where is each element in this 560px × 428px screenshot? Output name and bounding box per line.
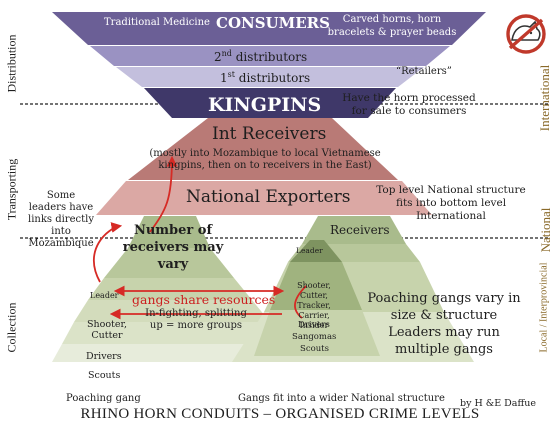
- rhino-logo-icon: [506, 14, 546, 54]
- caption-wider-structure: Gangs fit into a wider National structur…: [238, 393, 445, 404]
- first-distributors-text: distributors: [234, 71, 311, 85]
- side-label-local: Local / Interprovincial: [538, 262, 550, 353]
- label-kingpins-note: Have the horn processed for sale to cons…: [342, 92, 476, 117]
- side-label-international: International: [537, 64, 552, 132]
- arrow-leader-to-receivers: [93, 222, 123, 283]
- arrow-leader-to-right: [294, 285, 307, 319]
- second-distributors-text: distributors: [231, 50, 308, 64]
- label-number-of-receivers: Number of receivers may vary: [122, 223, 224, 272]
- label-right-sangomas: Sangomas: [292, 332, 337, 342]
- label-first-distributors: 1st distributors: [220, 70, 310, 85]
- label-right-scouts: Scouts: [300, 344, 329, 354]
- first-distributors-band: [116, 67, 424, 87]
- label-second-distributors: 2nd distributors: [214, 49, 307, 64]
- label-right-shooters: Shooter, Cutter, Tracker, Carrier, Insid…: [297, 281, 331, 330]
- label-left-leader: Leader: [90, 291, 119, 300]
- label-consumers: CONSUMERS: [216, 14, 330, 32]
- first-distributors-sup: st: [227, 70, 235, 79]
- label-int-receivers: Int Receivers: [212, 124, 327, 144]
- right-inner-pyramid-top: [290, 240, 342, 262]
- side-label-distribution: Distribution: [4, 34, 19, 93]
- label-left-scouts: Scouts: [88, 370, 121, 381]
- left-pyramid-top: [128, 216, 210, 248]
- label-kingpins: KINGPINS: [208, 94, 322, 116]
- label-infighting: In-fighting, splitting up = more groups: [145, 308, 247, 331]
- label-int-receivers-note: (mostly into Mozambique to local Vietnam…: [149, 148, 381, 171]
- label-national-exporters: National Exporters: [186, 187, 351, 207]
- side-label-collection: Collection: [4, 302, 19, 353]
- left-pyramid-receivers: [104, 248, 234, 278]
- label-traditional-medicine: Traditional Medicine: [104, 17, 210, 28]
- consumers-band: [52, 12, 486, 45]
- label-right-receivers: Receivers: [330, 223, 390, 237]
- label-leaders-note: Some leaders have links directly into Mo…: [28, 190, 94, 249]
- first-distributors-num: 1: [220, 71, 228, 85]
- label-right-leader: Leader: [296, 246, 323, 255]
- diagram-title: RHINO HORN CONDUITS – ORGANISED CRIME LE…: [80, 406, 480, 422]
- second-distributors-band: [90, 46, 450, 66]
- right-pyramid-receivers-band: [302, 216, 406, 244]
- second-distributors-sup: nd: [221, 49, 232, 58]
- label-retailers-note: “Retailers”: [396, 66, 452, 77]
- kingpins-band: [144, 88, 396, 118]
- label-right-drivers: Drivers: [298, 320, 330, 330]
- left-pyramid-shooter: [74, 300, 270, 322]
- label-left-shooter: Shooter, Cutter: [86, 319, 128, 341]
- label-left-drivers: Drivers: [86, 351, 122, 362]
- caption-poaching-gang: Poaching gang: [66, 393, 141, 404]
- side-label-transporting: Transporting: [4, 158, 19, 221]
- credit-label: by H &E Daffue: [460, 398, 536, 409]
- second-distributors-num: 2: [214, 50, 222, 64]
- arrow-receivers-to-int: [149, 155, 178, 233]
- label-exporters-note: Top level National structure fits into b…: [376, 184, 526, 222]
- label-right-note: Poaching gangs vary in size & structure …: [367, 291, 521, 357]
- label-carved-products: Carved horns, horn bracelets & prayer be…: [327, 14, 457, 38]
- right-inner-pyramid-mid: [270, 262, 362, 310]
- national-exporters-band: [96, 181, 432, 215]
- int-receivers-band: [128, 118, 398, 180]
- left-pyramid-drivers: [62, 322, 284, 344]
- right-inner-pyramid-base: [254, 310, 380, 356]
- label-gangs-share-resources: gangs share resources: [132, 292, 276, 307]
